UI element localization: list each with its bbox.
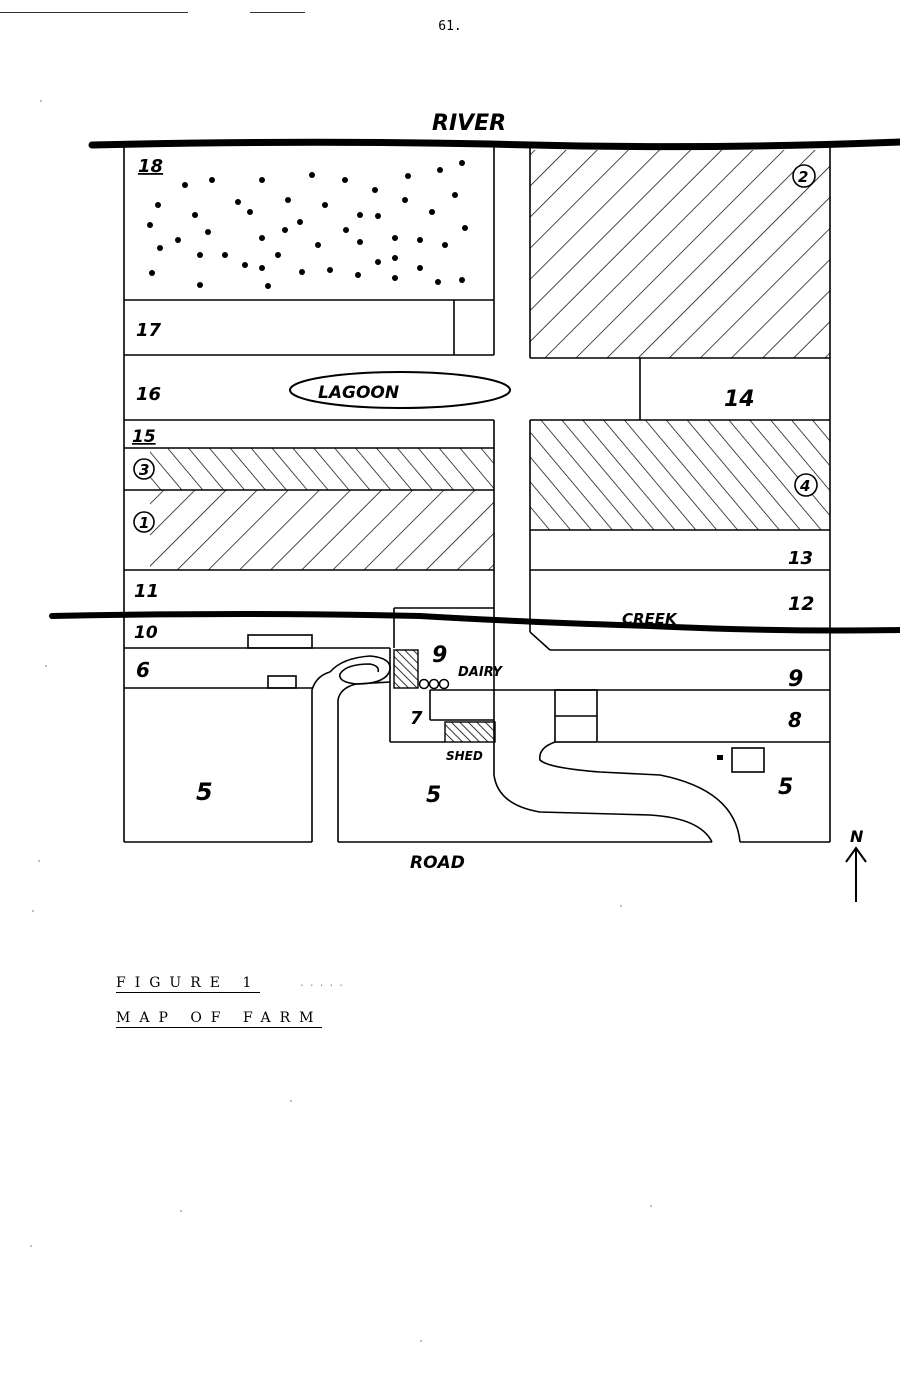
scan-speck: [45, 665, 47, 667]
scan-speck: [620, 905, 622, 907]
paddock-13-label: 13: [788, 548, 813, 569]
paddock-5-east-label: 5: [778, 775, 793, 800]
caption-leader-dots: .....: [300, 975, 350, 989]
scan-speck: [30, 1245, 32, 1247]
scan-speck: [650, 1205, 652, 1207]
vat-icon: [438, 678, 450, 690]
paddock-15-label: 15: [132, 427, 156, 447]
small-structure-marker: [717, 755, 723, 760]
scan-speck: [40, 100, 42, 102]
shed-building: [444, 721, 496, 743]
paddock-2-label: 2: [798, 168, 808, 186]
paddock-3-hatching: [150, 448, 494, 490]
paddock-6-label: 6: [136, 658, 150, 682]
river-label: RIVER: [432, 111, 506, 136]
dairy-label: DAIRY: [458, 665, 504, 680]
paddock-11-label: 11: [134, 581, 159, 602]
paddock-9-east-label: 9: [788, 667, 803, 692]
paddock-9-dairy-label: 9: [432, 643, 447, 668]
paddock-16-label: 16: [136, 384, 161, 405]
top-rule-left: [0, 12, 188, 13]
figure-title: MAP OF FARM: [116, 1010, 323, 1028]
paddock-1-label: 1: [139, 514, 149, 532]
scan-speck: [290, 1100, 292, 1102]
page-number: 61.: [438, 19, 462, 34]
top-rule-right: [250, 12, 305, 13]
paddock-5-mid-label: 5: [426, 783, 441, 808]
river-line: [88, 138, 900, 151]
paddock-18-stipple: [147, 160, 468, 289]
scan-speck: [420, 1340, 422, 1342]
vat-icon: [428, 678, 440, 690]
lagoon-label: LAGOON: [318, 383, 399, 403]
creek-label: CREEK: [622, 610, 678, 628]
road-label: ROAD: [410, 853, 465, 873]
creek-line: [49, 611, 900, 634]
paddock-14-label: 14: [724, 387, 755, 412]
north-arrow-icon: [845, 846, 867, 902]
paddock-4-circle: [794, 473, 818, 497]
paddock-18-label: 18: [138, 156, 163, 177]
scan-speck: [38, 860, 40, 862]
paddock-1-circle: [133, 511, 155, 533]
paddock-17-label: 17: [136, 320, 162, 341]
vat-icon: [418, 678, 430, 690]
paddock-3-circle: [133, 458, 155, 480]
dairy-building: [393, 649, 419, 689]
paddock-4-hatching: [530, 420, 830, 530]
paddock-12-label: 12: [788, 593, 814, 615]
shed-label: SHED: [446, 749, 483, 763]
paddock-10-label: 10: [134, 623, 158, 643]
paddock-2-circle: [792, 164, 816, 188]
lagoon-outline: [289, 371, 511, 409]
paddock-1-hatching: [150, 490, 494, 570]
figure-caption: FIGURE 1: [116, 975, 261, 993]
paddock-2-hatching: [530, 150, 830, 358]
paddock-5-west-label: 5: [196, 778, 213, 806]
scan-speck: [180, 1210, 182, 1212]
paddock-3-label: 3: [139, 461, 149, 479]
north-label: N: [850, 827, 864, 846]
scan-speck: [32, 910, 34, 912]
paddock-7-label: 7: [410, 708, 423, 729]
paddock-4-label: 4: [799, 477, 810, 495]
paddock-8-label: 8: [788, 708, 802, 732]
